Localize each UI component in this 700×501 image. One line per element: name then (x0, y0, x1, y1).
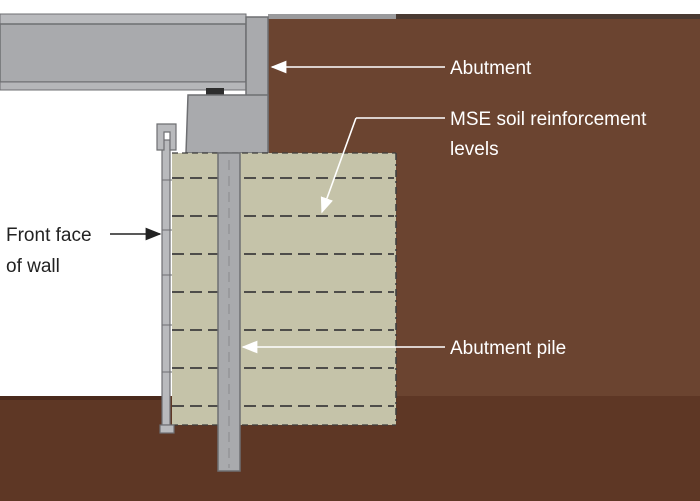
label-abutment-pile: Abutment pile (450, 338, 566, 359)
reinforcement-levels (172, 177, 394, 407)
label-mse-line2: levels (450, 139, 499, 160)
label-front-face-line2: of wall (6, 256, 60, 277)
label-front-face-line1: Front face (6, 225, 92, 246)
bearing (206, 88, 224, 95)
label-abutment: Abutment (450, 58, 532, 79)
abutment-cap (185, 94, 269, 154)
approach-slab-dark (396, 14, 700, 19)
approach-slab-edge (268, 14, 396, 19)
abutment-pile (217, 152, 241, 472)
ground-line (0, 396, 170, 400)
bridge-girder (0, 13, 247, 91)
mse-reinforced-zone (172, 153, 396, 425)
label-mse-line1: MSE soil reinforcement (450, 109, 647, 130)
wall-facing (156, 123, 177, 434)
mse-leader-diagonal (320, 117, 357, 214)
